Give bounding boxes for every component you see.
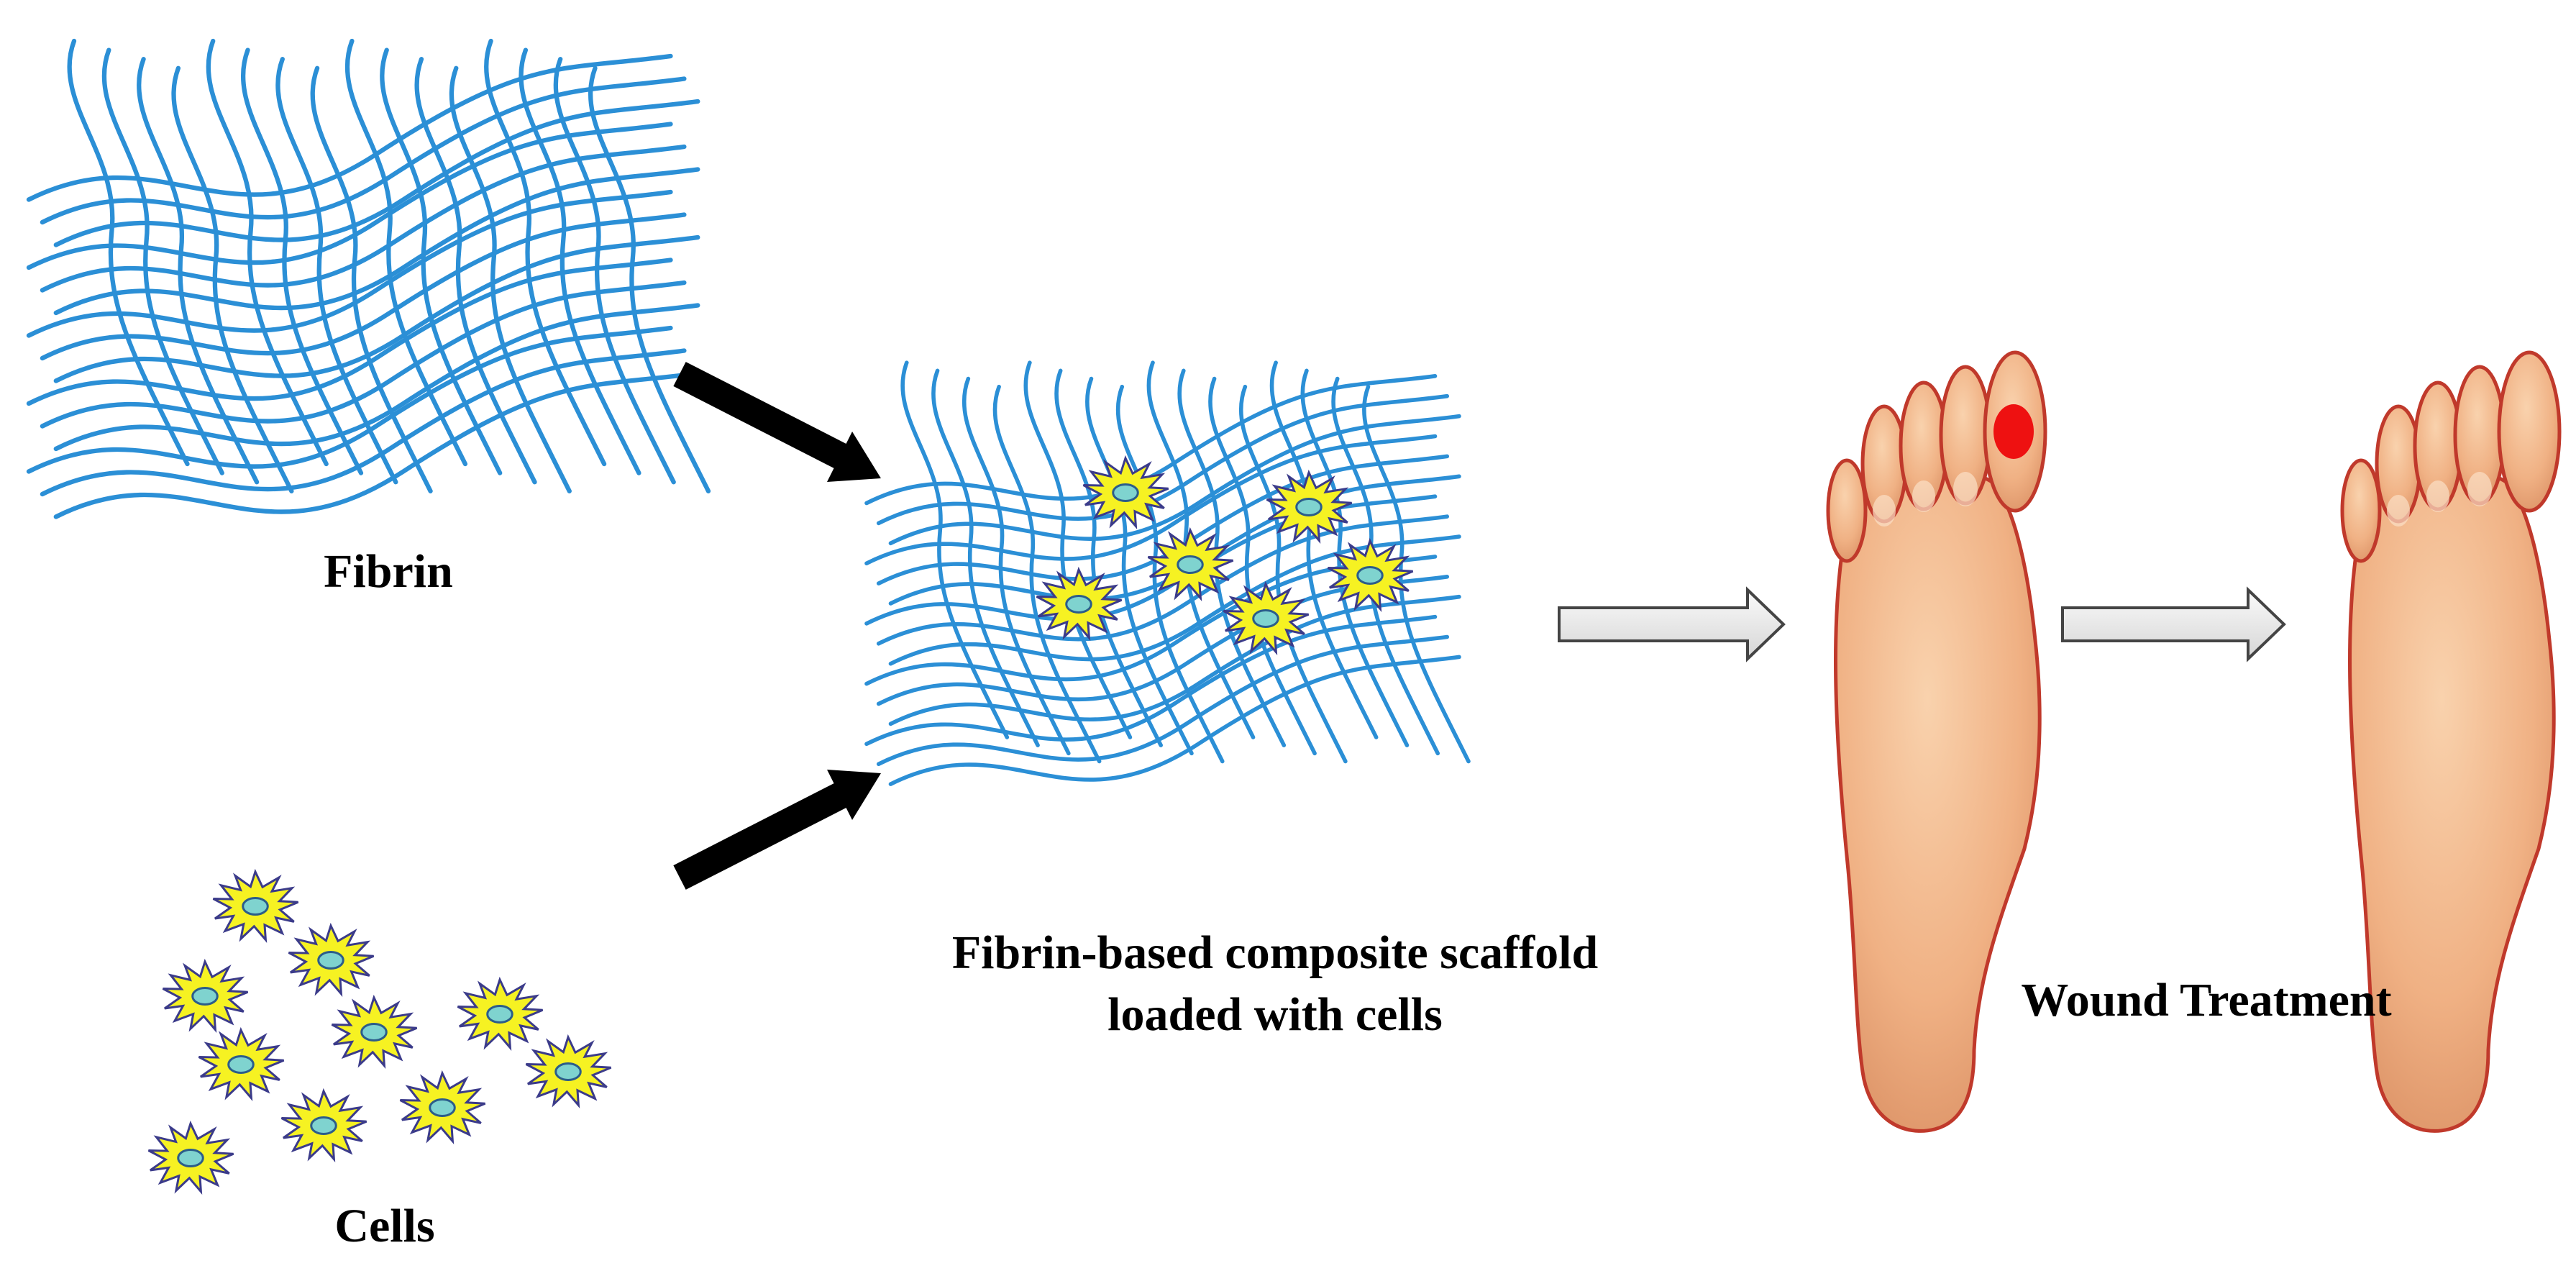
fiber-strand	[344, 38, 468, 467]
cell	[457, 976, 544, 1052]
fiber-strand	[888, 534, 1461, 666]
fiber-strand	[1054, 368, 1163, 747]
cells-cluster	[147, 868, 612, 1195]
arrow-fibrin-to-scaffold	[673, 362, 881, 482]
cells-label: Cells	[334, 1200, 435, 1252]
wound-treatment-label: Wound Treatment	[2021, 974, 2392, 1026]
fiber-strand	[1300, 368, 1410, 747]
fiber-strand	[864, 494, 1438, 626]
cell	[331, 994, 418, 1070]
fiber-strand	[40, 76, 687, 225]
fibrin-mesh	[26, 38, 711, 519]
fibrin-label: Fibrin	[324, 545, 453, 598]
fiber-strand	[1177, 368, 1287, 747]
scaffold-label-line2: loaded with cells	[1107, 988, 1443, 1041]
fiber-strand	[53, 370, 700, 519]
fiber-strand	[26, 258, 673, 406]
fiber-strand	[53, 234, 700, 383]
fiber-strand	[1146, 360, 1256, 739]
fiber-strand	[40, 212, 687, 361]
fiber-strand	[1115, 384, 1225, 764]
fiber-strand	[1023, 360, 1133, 739]
fiber-strand	[241, 47, 364, 475]
fiber-strand	[519, 47, 641, 475]
fiber-strand	[380, 47, 503, 475]
fiber-strand	[171, 65, 294, 493]
scaffold-label-line1: Fibrin-based composite scaffold	[951, 926, 1599, 979]
fiber-strand	[588, 65, 711, 493]
cell	[399, 1070, 486, 1145]
cell	[212, 868, 299, 944]
fiber-strand	[310, 65, 433, 493]
cell	[1036, 566, 1123, 642]
cell	[1147, 527, 1234, 602]
fiber-strand	[900, 360, 1010, 739]
fiber-strand	[888, 414, 1461, 546]
scaffold-cells	[1036, 455, 1414, 656]
cell	[288, 922, 375, 998]
fiber-strand	[67, 38, 190, 467]
cell	[1266, 469, 1353, 544]
cell	[198, 1026, 285, 1102]
fiber-strand	[53, 167, 700, 316]
fiber-strand	[1362, 384, 1471, 764]
arrow-wounded-to-healed	[2061, 586, 2286, 662]
wounded-foot	[1828, 352, 2045, 1131]
fiber-strand	[962, 376, 1071, 756]
fiber-strand	[484, 38, 607, 467]
fiber-strand	[992, 384, 1102, 764]
cell	[147, 1120, 234, 1195]
scaffold-label: Fibrin-based composite scaffold loaded w…	[952, 922, 1598, 1046]
arrow-scaffold-to-treatment	[1558, 586, 1786, 662]
cell	[1327, 537, 1414, 613]
fiber-strand	[1239, 384, 1348, 764]
fiber-strand	[206, 38, 329, 467]
fiber-strand	[1085, 376, 1194, 756]
fiber-strand	[53, 99, 700, 247]
fiber-strand	[101, 47, 224, 475]
fiber-strand	[931, 368, 1040, 747]
fiber-strand	[26, 53, 673, 202]
fiber-strand	[876, 514, 1450, 646]
cell	[1082, 455, 1169, 530]
wound-spot	[1993, 404, 2034, 459]
fiber-strand	[414, 57, 537, 485]
fiber-strand	[40, 280, 687, 429]
fiber-strand	[1208, 376, 1317, 756]
arrow-cells-to-scaffold	[673, 770, 881, 890]
cell	[525, 1034, 612, 1109]
fiber-strand	[26, 189, 673, 338]
fiber-strand	[26, 325, 673, 474]
fiber-strand	[137, 57, 260, 485]
fiber-strand	[26, 122, 673, 270]
fiber-strand	[275, 57, 398, 485]
cell	[280, 1088, 367, 1163]
cell	[1223, 580, 1310, 656]
cell	[162, 958, 249, 1034]
fiber-strand	[553, 57, 676, 485]
fiber-strand	[864, 374, 1438, 506]
fiber-strand	[449, 65, 572, 493]
fiber-strand	[864, 434, 1438, 565]
